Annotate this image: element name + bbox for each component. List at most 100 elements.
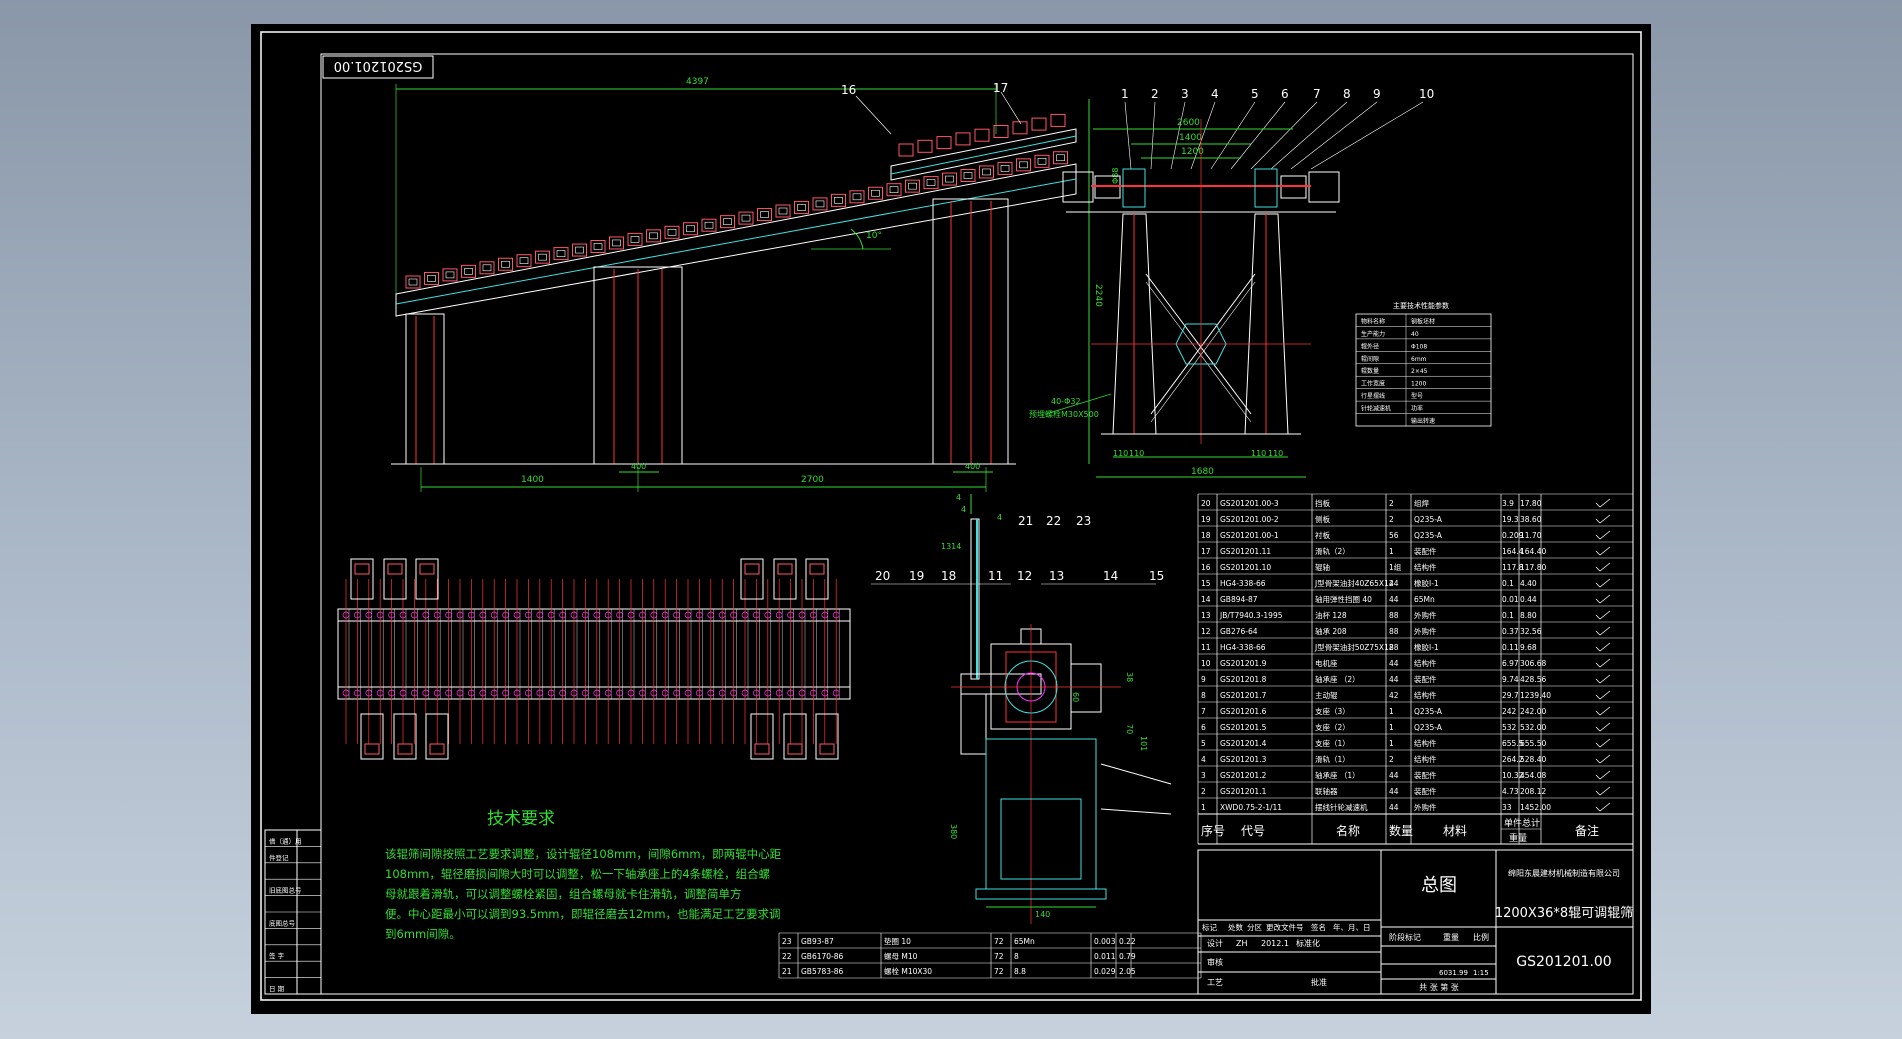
bom-cell: GS201201.6 [1220, 707, 1267, 716]
roller-head [498, 257, 513, 271]
check-icon [1595, 626, 1611, 636]
title-block-label: 处数 [1228, 922, 1244, 932]
bom-header: 单件 [1504, 817, 1522, 829]
bom-cell: GS201201.8 [1220, 675, 1267, 684]
tech-row-value: Φ108 [1411, 343, 1427, 350]
bom-cell: GS201201.00-2 [1220, 515, 1279, 524]
part-balloon: 8 [1343, 87, 1351, 101]
svg-text:2012.1: 2012.1 [1261, 939, 1289, 948]
bom-cell: 装配件 [1414, 546, 1437, 556]
svg-text:比例: 比例 [1473, 932, 1489, 942]
tech-row-value: 2×45 [1411, 368, 1428, 375]
bom-cell: Q235-A [1414, 515, 1443, 524]
requirement-line: 该辊筛间隙按照工艺要求调整，设计辊径108mm，间隙6mm，即两辊中心距 [385, 847, 782, 861]
svg-text:2700: 2700 [801, 475, 824, 485]
bom-cell: 532.00 [1520, 723, 1546, 732]
check-icon [1595, 706, 1611, 716]
bom-cell: GB93-87 [801, 937, 834, 946]
bom-cell: 轴承座 （2） [1315, 674, 1360, 684]
tech-row-label: 辊间隙 [1361, 355, 1379, 363]
bom-cell: 衬板 [1315, 530, 1331, 540]
tech-row-label: 辊外径 [1361, 342, 1379, 350]
part-balloon: 23 [1076, 514, 1091, 528]
bom-cell: 油杯 128 [1315, 610, 1347, 620]
check-icon [1595, 530, 1611, 540]
bom-cell: 38.60 [1520, 515, 1542, 524]
check-icon [1595, 594, 1611, 604]
bom-cell: 0.11 [1502, 643, 1519, 652]
check-icon [1595, 546, 1611, 556]
bom-cell: J型骨架油封40Z65X12 [1314, 578, 1394, 588]
bom-cell: 1组 [1389, 562, 1402, 572]
svg-text:1200X36*8辊可调辊筛: 1200X36*8辊可调辊筛 [1495, 906, 1633, 921]
roller-head [868, 186, 883, 200]
bom-cell: 9.68 [1520, 643, 1537, 652]
bom-cell: 88 [1389, 611, 1399, 620]
bom-cell: 19 [1201, 515, 1211, 524]
tech-row-value: 钢板坯材 [1411, 317, 1435, 325]
part-balloon: 11 [988, 569, 1003, 583]
bom-cell: GB6170-86 [801, 952, 844, 961]
bom-cell: 20 [1201, 499, 1211, 508]
part-balloon: 12 [1017, 569, 1032, 583]
motor-top [805, 558, 829, 600]
tech-row-label: 行星摆线 [1361, 392, 1385, 400]
roller-head [461, 264, 476, 278]
roller-head [479, 261, 495, 275]
svg-text:2600: 2600 [1177, 118, 1200, 128]
roller-head [831, 193, 846, 207]
svg-text:预埋螺栓M30X500: 预埋螺栓M30X500 [1029, 409, 1099, 419]
bom-cell: 4 [1201, 755, 1206, 764]
check-icon [1595, 786, 1611, 796]
bom-cell: 72 [994, 937, 1004, 946]
bom-cell: 11 [1201, 643, 1211, 652]
svg-text:阶段标记: 阶段标记 [1389, 932, 1421, 942]
roller-head [1034, 154, 1050, 168]
bom-cell: 44 [1389, 579, 1399, 588]
svg-text:40-Φ32: 40-Φ32 [1051, 397, 1081, 406]
title-block-label: 签名 [1311, 922, 1326, 932]
svg-text:1400: 1400 [521, 475, 544, 485]
bom-cell: HG4-338-66 [1220, 643, 1266, 652]
svg-text:60: 60 [1071, 692, 1080, 702]
bom-cell: 结构件 [1414, 658, 1437, 668]
bom-cell: 0.79 [1119, 952, 1136, 961]
bom-cell: Q235-A [1414, 707, 1443, 716]
bom-cell: 655.5 [1502, 739, 1524, 748]
part-balloon: 15 [1149, 569, 1164, 583]
bom-cell: 264.2 [1502, 755, 1524, 764]
bom-cell: 1 [1389, 707, 1394, 716]
bom-header: 备注 [1575, 823, 1599, 838]
bom-cell: 164.4 [1502, 547, 1524, 556]
svg-text:重量: 重量 [1443, 932, 1459, 942]
bom-cell: 164.40 [1520, 547, 1546, 556]
bom-cell: GS201201.7 [1220, 691, 1267, 700]
bom-cell: 4.73 [1502, 787, 1519, 796]
svg-text:工艺: 工艺 [1207, 978, 1223, 987]
svg-text:1200: 1200 [1181, 147, 1204, 157]
bom-cell: GS201201.00-1 [1220, 531, 1279, 540]
bom-header: 序号 [1201, 823, 1225, 838]
roller-head [942, 172, 957, 186]
bom-cell: 6 [1201, 723, 1206, 732]
bom-cell: 挡板 [1315, 498, 1331, 508]
roller-head [898, 143, 914, 157]
bom-header: 代号 [1241, 824, 1265, 838]
svg-text:审核: 审核 [1207, 957, 1223, 967]
bom-cell: GS201201.2 [1220, 771, 1267, 780]
svg-text:1314: 1314 [941, 542, 961, 551]
bom-cell: 1 [1201, 803, 1206, 812]
bom-cell: GB276-64 [1220, 627, 1258, 636]
bom-cell: 44 [1389, 675, 1399, 684]
roller-head [590, 240, 606, 253]
tech-row-value: 1200 [1411, 381, 1426, 388]
bom-cell: 0.003 [1094, 937, 1116, 946]
bom-cell: 结构件 [1414, 738, 1437, 748]
roller-head [442, 268, 458, 282]
bom-cell: 轴承座 （1） [1315, 770, 1360, 780]
bom-cell: 17.80 [1520, 499, 1542, 508]
bom-cell: 15 [1201, 579, 1211, 588]
bom-cell: 外购件 [1414, 802, 1437, 812]
bom-cell: 侧板 [1315, 514, 1331, 524]
